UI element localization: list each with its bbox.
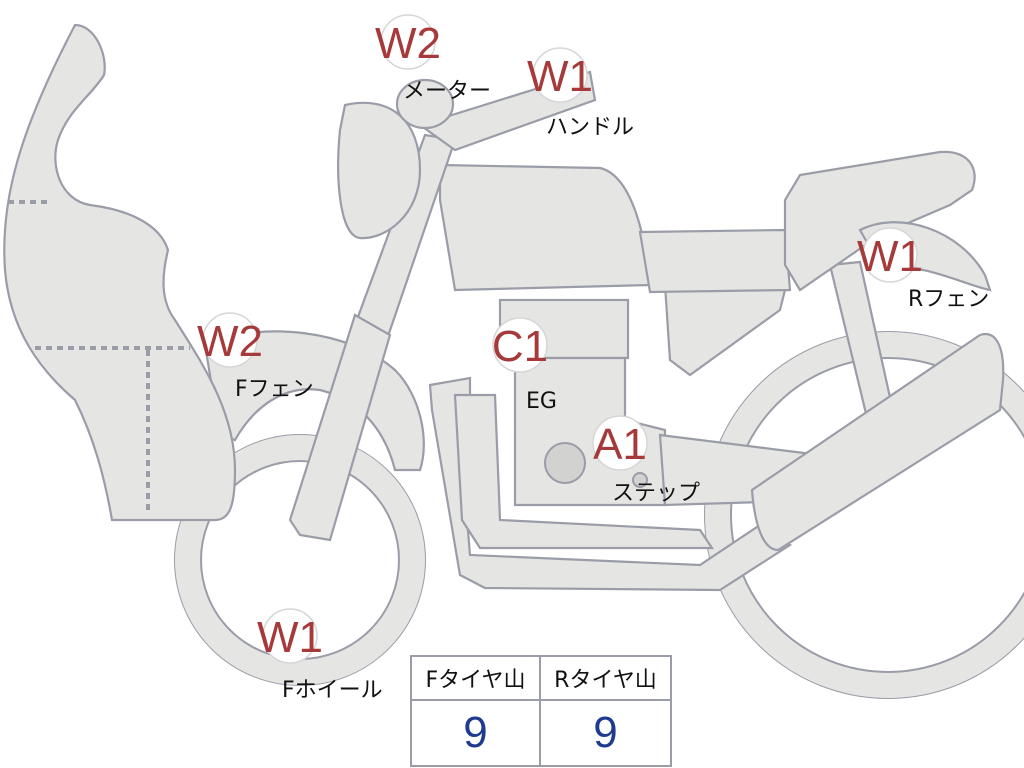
marker-circle	[492, 317, 548, 373]
seat-front	[638, 228, 792, 294]
marker-label: メーター	[403, 79, 491, 104]
marker-code: W2	[197, 317, 263, 366]
muffler	[750, 332, 1005, 552]
marker-label: ハンドル	[546, 115, 634, 140]
rear-tread-header: Rタイヤ山	[541, 657, 670, 701]
front-wheel	[174, 434, 426, 686]
marker-circle	[380, 14, 436, 70]
rear-wheel	[704, 331, 1024, 699]
front-tread-header: Fタイヤ山	[412, 657, 541, 701]
marker-code: W1	[527, 52, 593, 101]
marker-circle	[202, 312, 258, 368]
front-fork-lower	[288, 313, 392, 542]
marker-code: A1	[593, 420, 647, 469]
marker-step: A1 ステップ	[592, 415, 700, 506]
marker-handle: W1 ハンドル	[527, 47, 634, 140]
marker-label: Rフェン	[908, 287, 989, 312]
fairing	[3, 23, 237, 522]
marker-code: C1	[492, 322, 548, 371]
marker-circle	[532, 47, 588, 103]
marker-meter: W2 メーター	[375, 14, 491, 104]
frame-loop	[453, 393, 715, 550]
marker-label: Fホイール	[282, 678, 383, 703]
marker-circle	[862, 227, 918, 283]
rear-tread-value: 9	[593, 708, 618, 757]
tire-tread-table: Fタイヤ山 Rタイヤ山 9 9	[410, 655, 672, 767]
step-peg-front	[632, 472, 648, 488]
marker-label: ステップ	[612, 481, 700, 506]
marker-code: W1	[857, 232, 923, 281]
seat-rear	[783, 150, 976, 292]
marker-code: W1	[257, 613, 323, 662]
front-tread-value: 9	[412, 701, 541, 765]
marker-circle	[262, 608, 318, 664]
marker-label: Fフェン	[235, 377, 314, 402]
marker-label: EG	[526, 389, 557, 414]
side-cover	[663, 283, 787, 377]
marker-circle	[592, 415, 648, 471]
marker-code: W2	[375, 19, 441, 68]
meter-housing	[395, 78, 455, 130]
fuel-tank	[438, 163, 652, 292]
engine-cover	[544, 442, 586, 484]
